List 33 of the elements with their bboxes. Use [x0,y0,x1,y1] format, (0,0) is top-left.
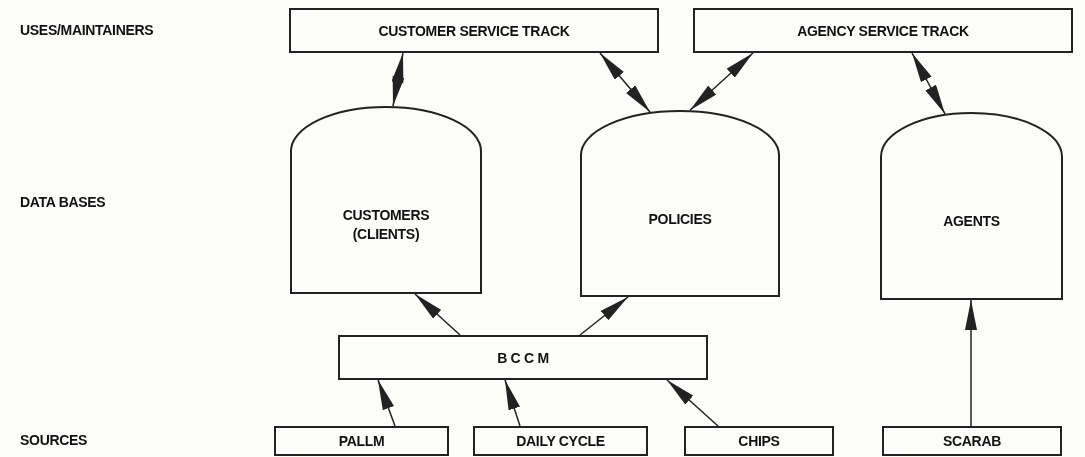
arrow [414,293,461,336]
process-box [473,426,648,456]
process-box [684,426,834,456]
database-cylinder [290,106,482,294]
node-label: CHIPS [738,433,780,449]
node-label: SCARAB [942,433,1002,449]
arrow [911,52,946,115]
node-label: CUSTOMER SERVICE TRACK [378,22,570,39]
node-label: PALLM [338,433,385,449]
arrow [965,299,977,427]
process-box [882,426,1062,456]
row-label: DATA BASES [20,194,106,210]
arrow [391,52,405,107]
node-label: POLICIES [648,210,712,229]
arrow [689,52,754,111]
arrow [666,379,719,427]
process-box [274,426,449,456]
node-label: AGENCY SERVICE TRACK [797,22,969,39]
arrow [599,52,651,113]
process-box [338,335,708,380]
database-cylinder [880,112,1063,300]
database-cylinder [580,110,780,297]
row-label: USES/MAINTAINERS [20,22,154,38]
node-label: CUSTOMERS (CLIENTS) [341,206,431,244]
node-label: B C C M [497,349,549,366]
arrow [504,379,521,427]
arrow [579,296,629,336]
row-label: SOURCES [20,432,88,448]
arrow [377,379,396,427]
node-label: AGENTS [943,212,1000,231]
process-box [693,8,1073,53]
process-box [289,8,659,53]
node-label: DAILY CYCLE [516,433,605,449]
